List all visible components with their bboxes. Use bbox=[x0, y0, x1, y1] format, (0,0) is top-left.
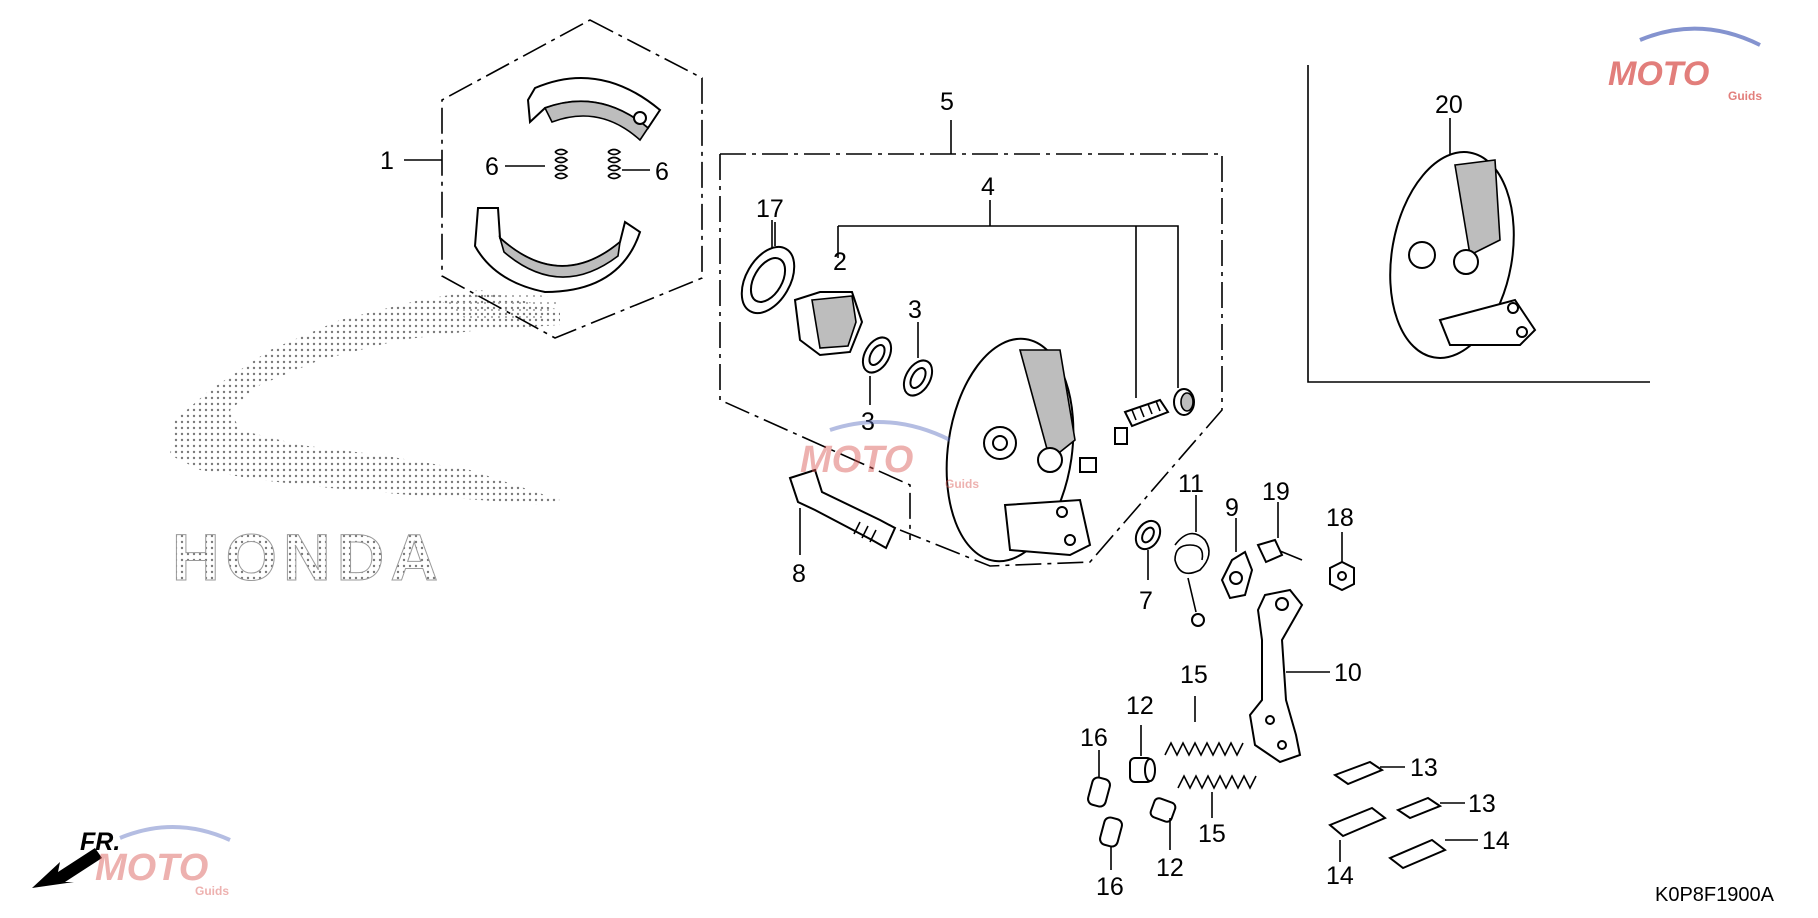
callout-6-left: 6 bbox=[485, 153, 499, 181]
spring-6-right bbox=[607, 148, 622, 180]
spring-6-left bbox=[554, 148, 569, 180]
plate-14-a bbox=[1328, 806, 1387, 862]
callout-2: 2 bbox=[833, 248, 847, 276]
watermark-center: MOTO Guids bbox=[800, 420, 979, 491]
bushing bbox=[1173, 388, 1195, 416]
collar-16-upper bbox=[1087, 750, 1111, 808]
callout-1: 1 bbox=[380, 147, 394, 175]
callout-16-upper: 16 bbox=[1080, 724, 1108, 752]
bolt-19 bbox=[1256, 502, 1303, 564]
nut-18 bbox=[1329, 532, 1355, 592]
callout-16-lower: 16 bbox=[1096, 873, 1124, 901]
callout-17: 17 bbox=[756, 195, 784, 223]
brake-shoe-group bbox=[441, 19, 703, 339]
callout-10: 10 bbox=[1334, 659, 1362, 687]
callout-7: 7 bbox=[1139, 587, 1153, 615]
callout-8: 8 bbox=[792, 560, 806, 588]
watermark-name: MOTO bbox=[1608, 55, 1709, 93]
washer-3-b bbox=[902, 359, 934, 397]
watermark-name-bottom: MOTO bbox=[95, 847, 208, 889]
callout-13-a: 13 bbox=[1410, 754, 1438, 782]
hardware-group bbox=[1087, 495, 1478, 870]
callout-11: 11 bbox=[1178, 470, 1204, 498]
plate-14-b bbox=[1388, 838, 1478, 870]
washer-3-a bbox=[861, 336, 893, 374]
callout-12-lower: 12 bbox=[1156, 854, 1184, 882]
felt-seal-7 bbox=[1134, 519, 1162, 580]
callout-13-b: 13 bbox=[1468, 790, 1496, 818]
brake-shoe-upper bbox=[526, 77, 662, 142]
front-direction-arrow: FR. bbox=[32, 828, 120, 888]
watermark-tag-center: Guids bbox=[945, 477, 979, 491]
callout-14-b: 14 bbox=[1482, 827, 1510, 855]
callout-15-lower: 15 bbox=[1198, 820, 1226, 848]
watermark-name-center: MOTO bbox=[800, 439, 913, 481]
honda-logo-text: HONDA bbox=[172, 520, 444, 594]
brake-panel-20 bbox=[1389, 151, 1537, 359]
callout-3-upper: 3 bbox=[908, 296, 922, 324]
plate-13-a bbox=[1332, 760, 1405, 786]
callout-15-upper: 15 bbox=[1180, 661, 1208, 689]
callout-labels: 1 6 6 5 4 17 2 3 3 8 20 11 9 19 18 7 10 … bbox=[380, 88, 1510, 901]
brake-cam-8 bbox=[788, 468, 897, 555]
watermark-tag: Guids bbox=[1728, 89, 1762, 103]
spring-15-lower bbox=[1177, 774, 1257, 818]
callout-12-upper: 12 bbox=[1126, 692, 1154, 720]
collar-16-lower bbox=[1099, 816, 1123, 870]
leader-lines bbox=[404, 159, 919, 405]
callout-9: 9 bbox=[1225, 494, 1239, 522]
callout-6-right: 6 bbox=[655, 158, 669, 186]
watermark-bottom-left: MOTO Guids bbox=[95, 825, 231, 898]
diagram-code: K0P8F1900A bbox=[1655, 884, 1775, 906]
watermark-top-right: MOTO Guids bbox=[1608, 26, 1762, 103]
brake-shoe-lower bbox=[473, 207, 642, 294]
callout-18: 18 bbox=[1326, 504, 1354, 532]
callout-4: 4 bbox=[981, 173, 995, 201]
brake-panel-20-box bbox=[1307, 65, 1650, 383]
return-spring-11 bbox=[1174, 495, 1210, 627]
front-arrow-label: FR. bbox=[80, 828, 120, 856]
plate-13-b bbox=[1395, 796, 1465, 820]
speedometer-gear-2 bbox=[793, 291, 864, 357]
pin-12-upper bbox=[1129, 725, 1156, 783]
pin-12-lower bbox=[1149, 797, 1177, 850]
pinion-shaft bbox=[1114, 398, 1170, 445]
brake-panel-assembly bbox=[719, 120, 1223, 567]
honda-wing-logo: HONDA bbox=[170, 290, 560, 595]
callout-14-a: 14 bbox=[1326, 862, 1354, 890]
oil-seal-17 bbox=[740, 245, 796, 315]
callout-19: 19 bbox=[1262, 478, 1290, 506]
callout-3-lower: 3 bbox=[861, 408, 875, 436]
spring-15-upper bbox=[1164, 696, 1244, 757]
callout-20: 20 bbox=[1435, 91, 1463, 119]
brake-panel-disc bbox=[945, 337, 1097, 563]
brake-arm-10 bbox=[1248, 588, 1330, 764]
watermark-tag-bottom: Guids bbox=[195, 884, 229, 898]
callout-5: 5 bbox=[940, 88, 954, 116]
indicator-plate-9 bbox=[1220, 518, 1254, 600]
